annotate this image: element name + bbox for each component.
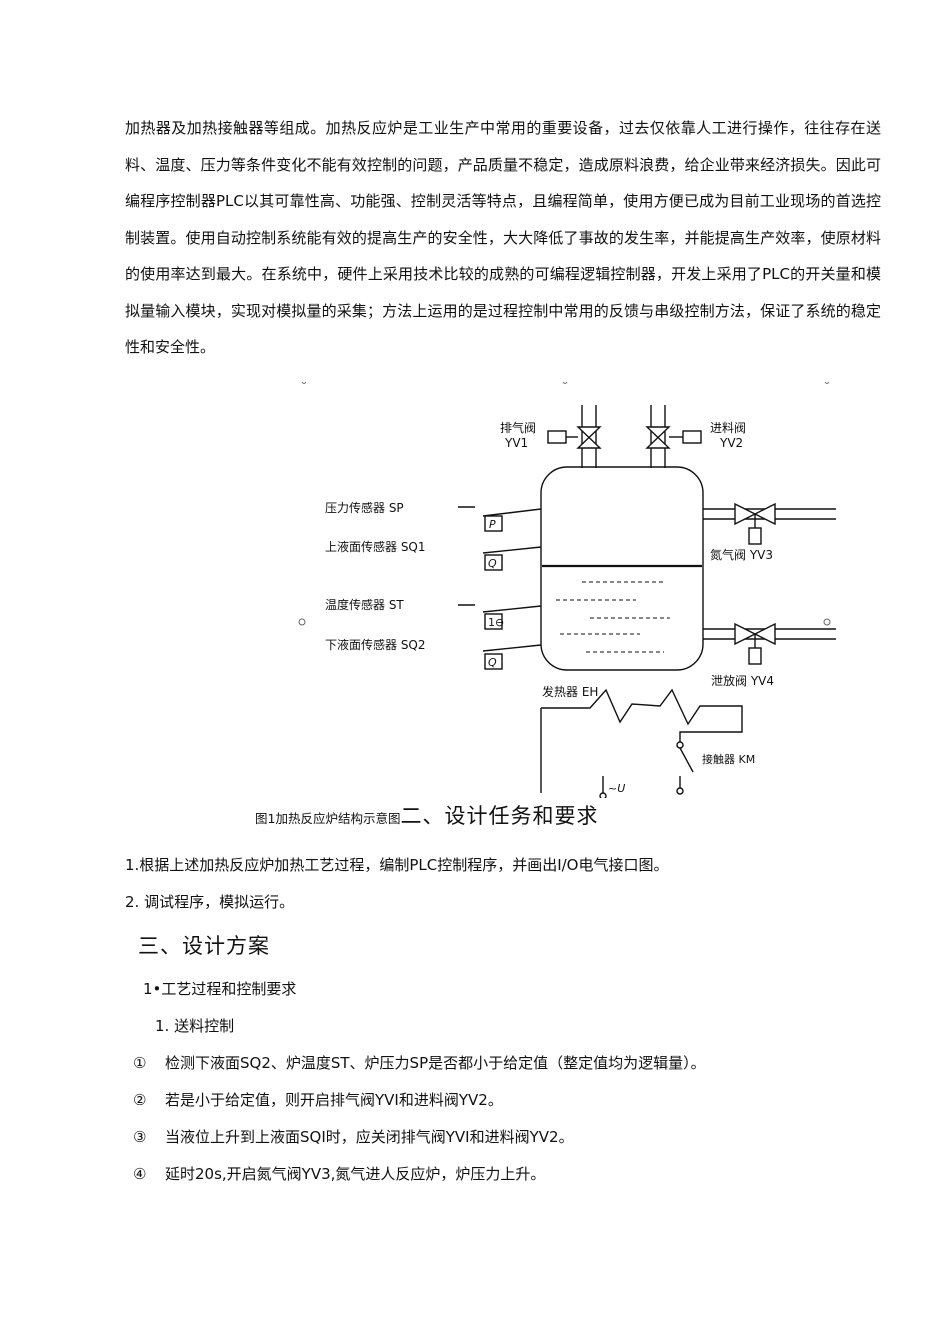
discharge-valve-label: 泄放阀 YV4 [711,673,774,688]
nitrogen-valve-label: 氮气阀 YV3 [710,547,773,562]
reactor-diagram-svg: P Q 1⊖ Q 排气阀 YV1 进料阀 YV2 压力传感器 SP 上液面传感器… [298,381,836,798]
temperature-gauge-symbol: 1⊖ [488,616,504,629]
task-item-2: 2. 调试程序，模拟运行。 [125,893,295,911]
figure-caption: 图1加热反应炉结构示意图 [255,811,401,826]
step-1-number: ① [133,1054,147,1072]
lower-level-gauge-symbol: Q [488,656,497,669]
step-1: ① 检测下液面SQ2、炉温度ST、炉压力SP是否都小于给定值（整定值均为逻辑量）。 [133,1052,706,1073]
nitrogen-actuator [748,527,762,545]
contactor-switch [602,747,694,793]
step-3-text: 当液位上升到上液面SQI时，应关闭排气阀YVI和进料阀YV2。 [165,1128,574,1146]
heater-label: 发热器 EH [542,684,598,699]
section2-heading: 二、设计任务和要求 [400,804,599,828]
upper-level-gauge-symbol: Q [488,557,497,570]
pressure-lead [482,508,542,517]
pressure-gauge [484,515,503,532]
section3-heading: 三、设计方案 [138,934,270,958]
exhaust-valve-code: YV1 [504,436,528,450]
lower-level-lead [482,644,542,652]
step-4-number: ④ [133,1165,147,1183]
feed-valve-label: 进料阀 [710,421,746,435]
temperature-lead [482,605,542,613]
discharge-actuator [748,647,762,665]
lower-level-sensor-label: 下液面传感器 SQ2 [325,637,426,652]
step-2-number: ② [133,1091,147,1109]
upper-level-gauge [484,554,503,571]
step-3-number: ③ [133,1128,147,1146]
selection-handles [298,381,831,626]
subheading-feed-control: 1. 送料控制 [155,1017,235,1035]
reactor-vessel [540,466,704,671]
supply-label: ~U [608,782,625,795]
subheading-process: 1•工艺过程和控制要求 [143,980,297,998]
exhaust-valve-label: 排气阀 [500,420,536,435]
temperature-sensor-label: 温度传感器 ST [325,597,404,612]
task-item-1: 1.根据上述加热反应炉加热工艺过程，编制PLC控制程序，并画出I/O电气接口图。 [125,856,669,874]
lower-level-gauge [484,653,503,670]
pressure-sensor-label: 压力传感器 SP [325,500,404,515]
intro-paragraph: 加热器及加热接触器等组成。加热反应炉是工业生产中常用的重要设备，过去仅依靠人工进… [125,119,881,356]
step-3: ③ 当液位上升到上液面SQI时，应关闭排气阀YVI和进料阀YV2。 [133,1126,574,1147]
exhaust-valve-icon [576,426,602,449]
feed-actuator [682,430,702,444]
step-2: ② 若是小于给定值，则开启排气阀YVI和进料阀YV2。 [133,1089,503,1110]
liquid-dashes [556,581,670,653]
upper-level-sensor-label: 上液面传感器 SQ1 [325,539,426,554]
feed-valve-icon [645,426,671,449]
step-4: ④ 延时20s,开启氮气阀YV3,氮气进人反应炉，炉压力上升。 [133,1163,545,1184]
upper-level-lead [482,546,542,554]
caption-line: 图1加热反应炉结构示意图二、设计任务和要求 [255,800,598,830]
step-4-text: 延时20s,开启氮气阀YV3,氮气进人反应炉，炉压力上升。 [165,1165,546,1183]
pressure-gauge-symbol: P [489,518,496,531]
heater-circuit [540,688,743,793]
step-1-text: 检测下液面SQ2、炉温度ST、炉压力SP是否都小于给定值（整定值均为逻辑量）。 [165,1054,706,1072]
step-2-text: 若是小于给定值，则开启排气阀YVI和进料阀YV2。 [165,1091,503,1109]
temperature-gauge [484,613,503,630]
feed-valve-code: YV2 [719,436,743,450]
contactor-label: 接触器 KM [702,752,755,766]
reactor-diagram: P Q 1⊖ Q 排气阀 YV1 进料阀 YV2 压力传感器 SP 上液面传感器… [298,378,843,798]
inlet-pipes [581,405,666,468]
exhaust-actuator [547,430,567,444]
